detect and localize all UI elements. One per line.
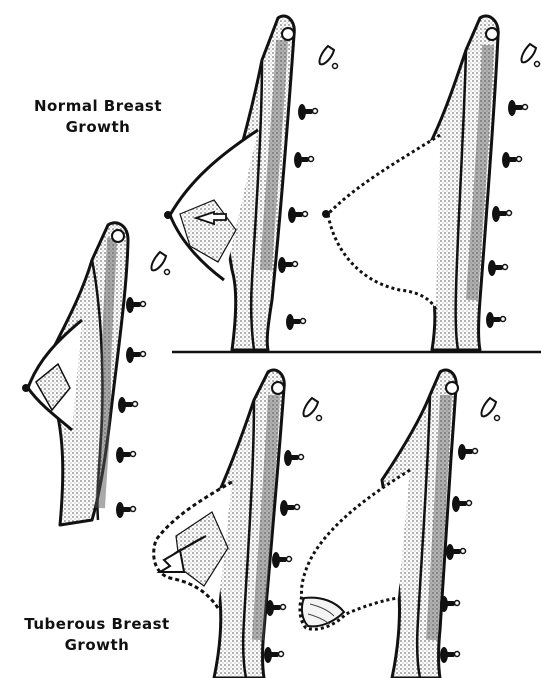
normal-stage-2-figure [164, 16, 338, 350]
nipple [22, 384, 30, 392]
normal-stage-1-figure [22, 223, 170, 525]
tuberous-stage-1-figure [154, 370, 322, 678]
breast-outline [328, 135, 440, 310]
normal-stage-3-figure [322, 16, 540, 350]
tuberous-stage-2-figure [300, 370, 500, 678]
